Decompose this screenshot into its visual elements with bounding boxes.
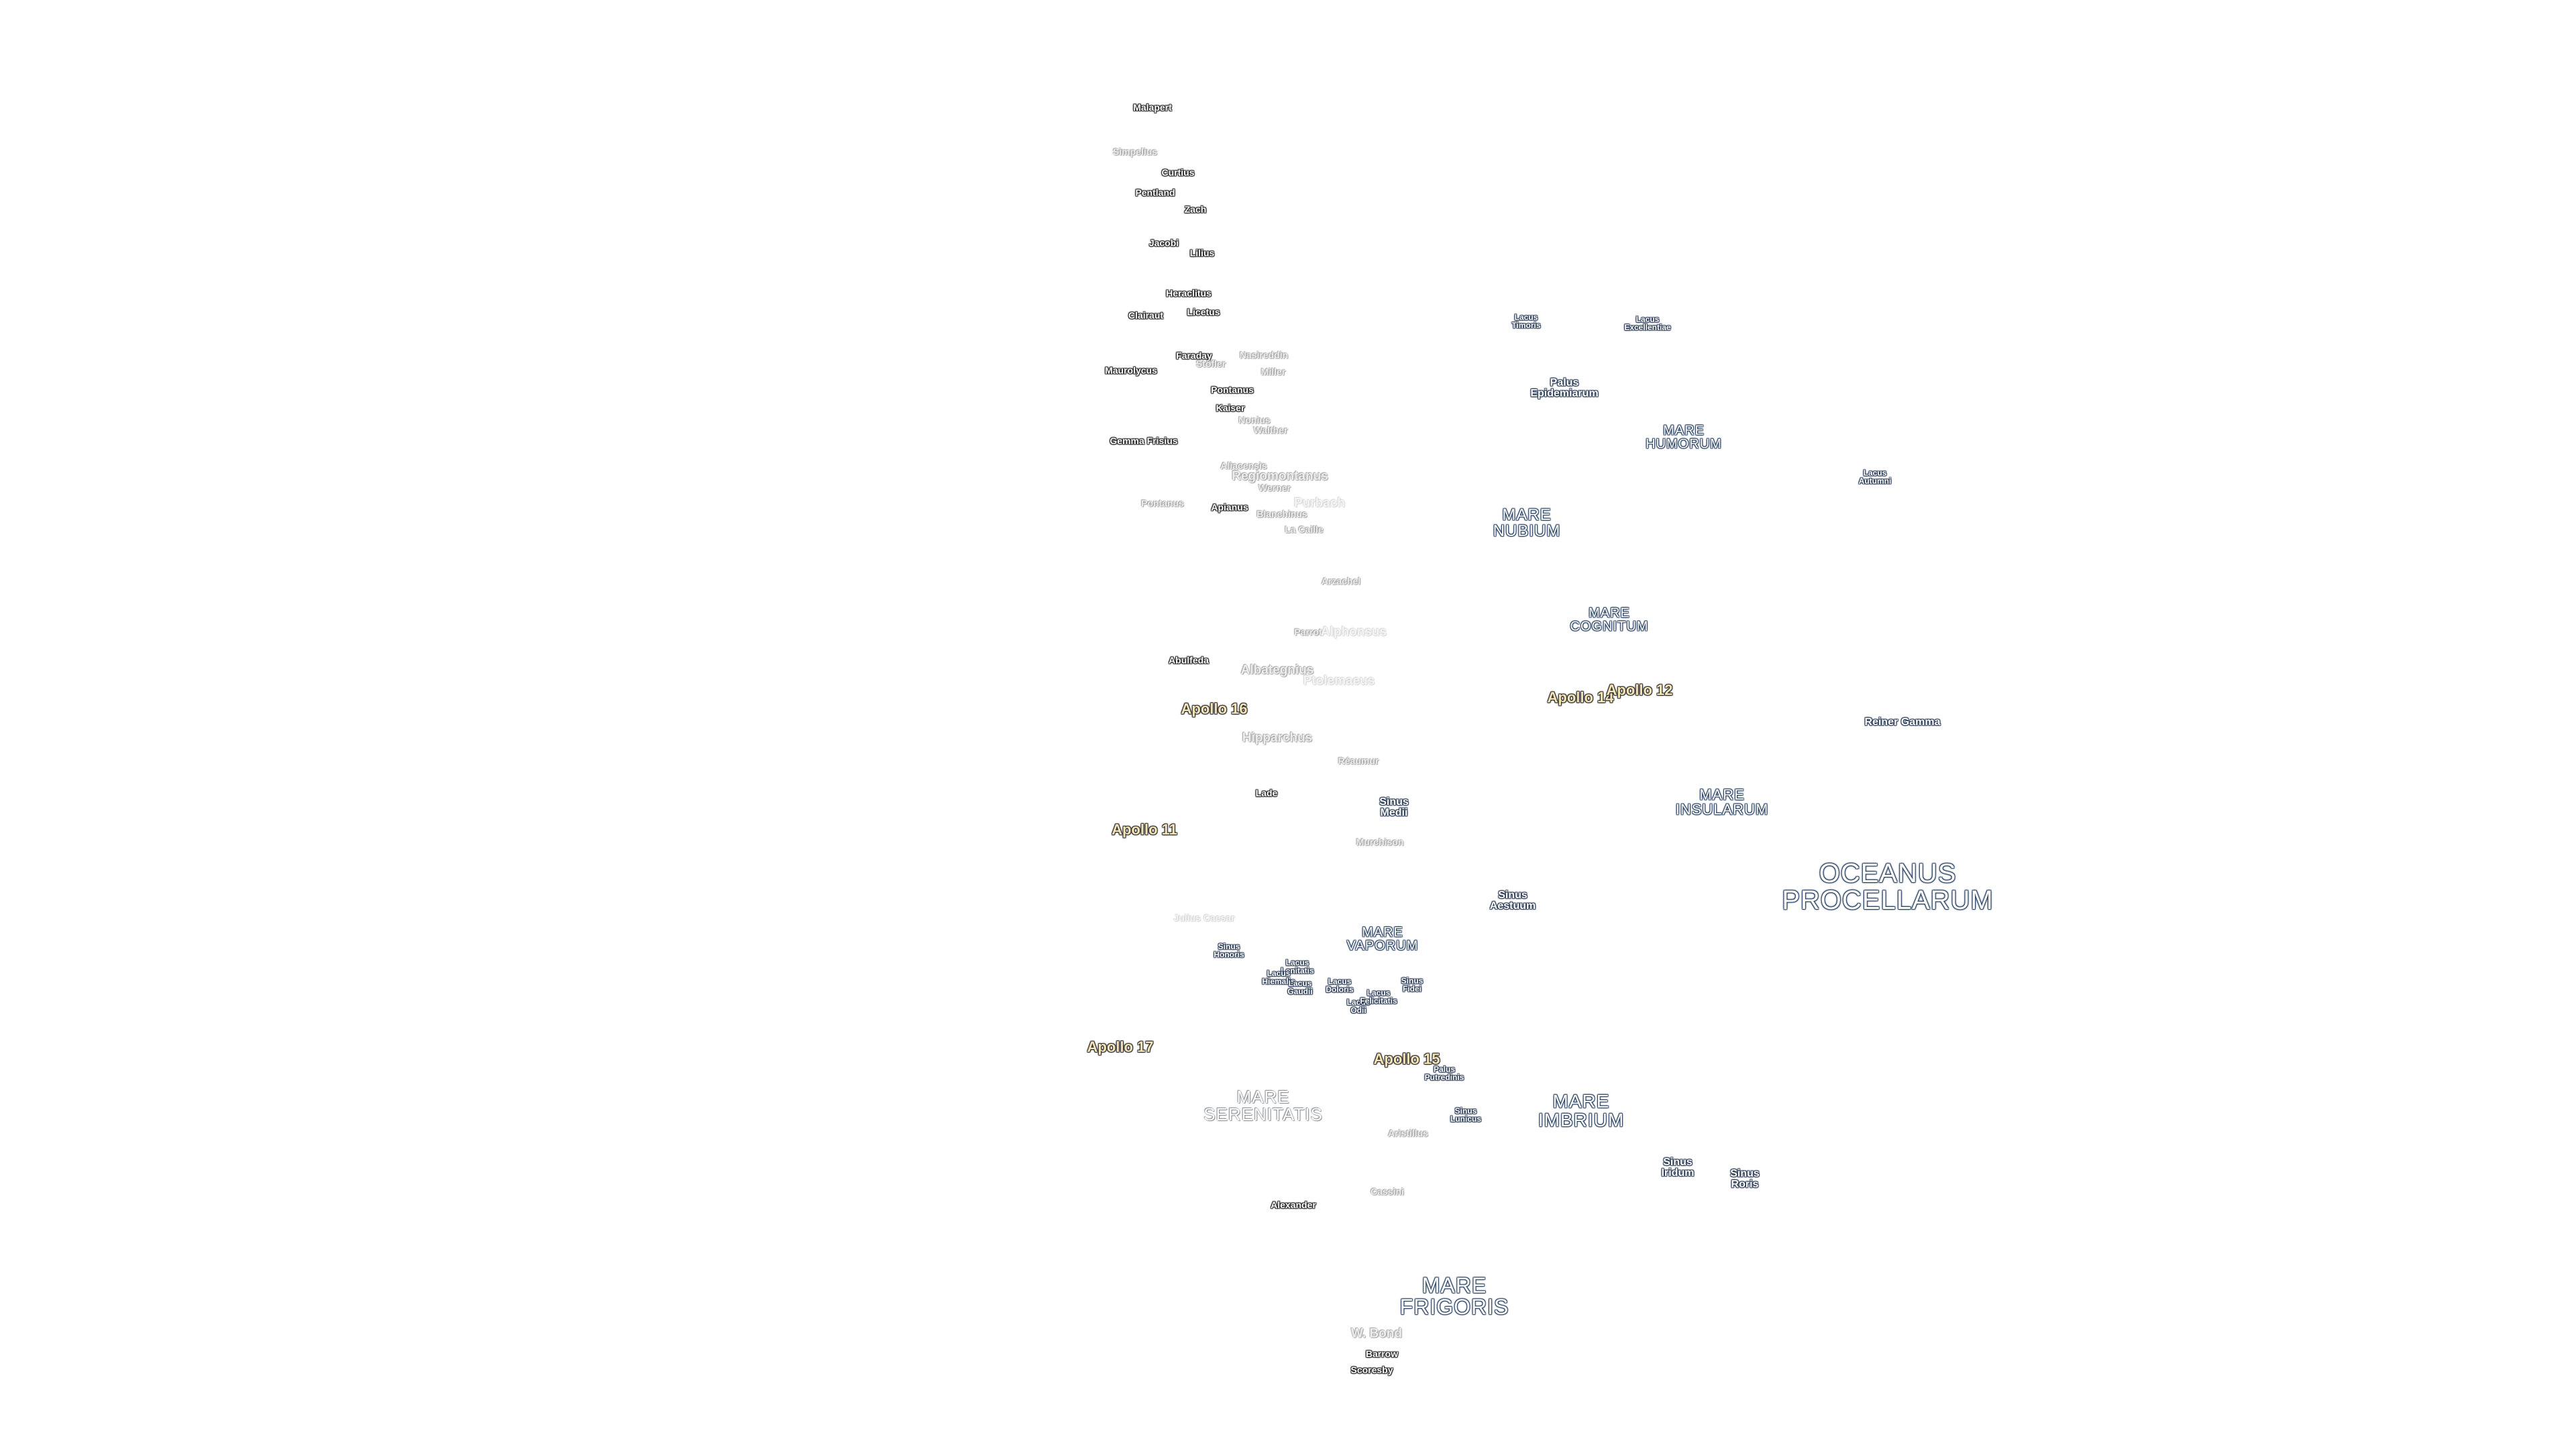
crater-label: Zach <box>1184 204 1207 215</box>
apollo-site-label: Apollo 15 <box>1373 1051 1440 1067</box>
crater-label: Réaumur <box>1338 755 1379 766</box>
crater-label: Arzachel <box>1321 576 1361 586</box>
crater-label: Licetus <box>1187 307 1220 317</box>
crater-label: Miller <box>1260 366 1286 377</box>
crater-label: Pontanus <box>1141 498 1184 508</box>
crater-label: Simpelius <box>1112 146 1158 157</box>
crater-label: Cassini <box>1371 1186 1404 1197</box>
apollo-site-label: Apollo 12 <box>1606 682 1673 698</box>
crater-label: Malapert <box>1133 102 1172 113</box>
crater-label: Pentland <box>1135 187 1175 198</box>
crater-label: Alphonsus <box>1320 625 1387 639</box>
crater-label: Stöfler <box>1195 358 1226 369</box>
crater-label: Clairaut <box>1128 310 1164 321</box>
crater-label: Barrow <box>1365 1348 1399 1359</box>
crater-label: Heraclitus <box>1166 288 1212 299</box>
crater-label: Faraday <box>1176 350 1212 361</box>
crater-label: Lilius <box>1189 248 1215 258</box>
crater-label: La Caille <box>1285 524 1324 535</box>
apollo-site-label: Apollo 16 <box>1181 700 1248 717</box>
crater-label: Jacobi <box>1148 237 1179 248</box>
crater-label: Apianus <box>1211 502 1248 513</box>
crater-label: Ptolemaeus <box>1303 674 1375 688</box>
crater-label: Pontanus <box>1211 384 1254 395</box>
crater-label: Werner <box>1258 482 1291 493</box>
crater-label: Kaiser <box>1216 402 1245 413</box>
crater-label: Curtius <box>1161 167 1195 178</box>
crater-label: Albategnius <box>1240 663 1314 678</box>
crater-label: Hipparchus <box>1242 731 1313 745</box>
crater-label: Blanchinus <box>1256 508 1307 519</box>
crater-label: Aliacensis <box>1220 460 1267 471</box>
crater-label: Murchison <box>1356 837 1404 847</box>
feature-label: Reiner Gamma <box>1864 716 1941 728</box>
crater-label: Gemma Frisius <box>1110 435 1178 446</box>
crater-label: Julius Caesar <box>1173 912 1235 923</box>
crater-label: Maurolycus <box>1105 365 1157 376</box>
apollo-site-label: Apollo 17 <box>1087 1038 1154 1055</box>
crater-label: Nonius <box>1238 415 1271 425</box>
crater-label: Alexander <box>1271 1199 1316 1210</box>
crater-label: Parrot <box>1294 627 1322 637</box>
crater-label: Abulfeda <box>1169 655 1209 665</box>
crater-label: Walther <box>1253 425 1288 435</box>
crater-label: Aristillus <box>1388 1128 1428 1138</box>
crater-label: Lade <box>1255 788 1278 798</box>
crater-label: Purbach <box>1293 496 1346 511</box>
crater-label: Nasireddin <box>1239 350 1289 360</box>
crater-label: W. Bond <box>1351 1326 1402 1341</box>
crater-label: Regiomontanus <box>1232 469 1328 484</box>
apollo-site-label: Apollo 11 <box>1112 821 1177 838</box>
crater-label: Scoresby <box>1350 1364 1393 1375</box>
apollo-site-label: Apollo 14 <box>1547 689 1614 706</box>
